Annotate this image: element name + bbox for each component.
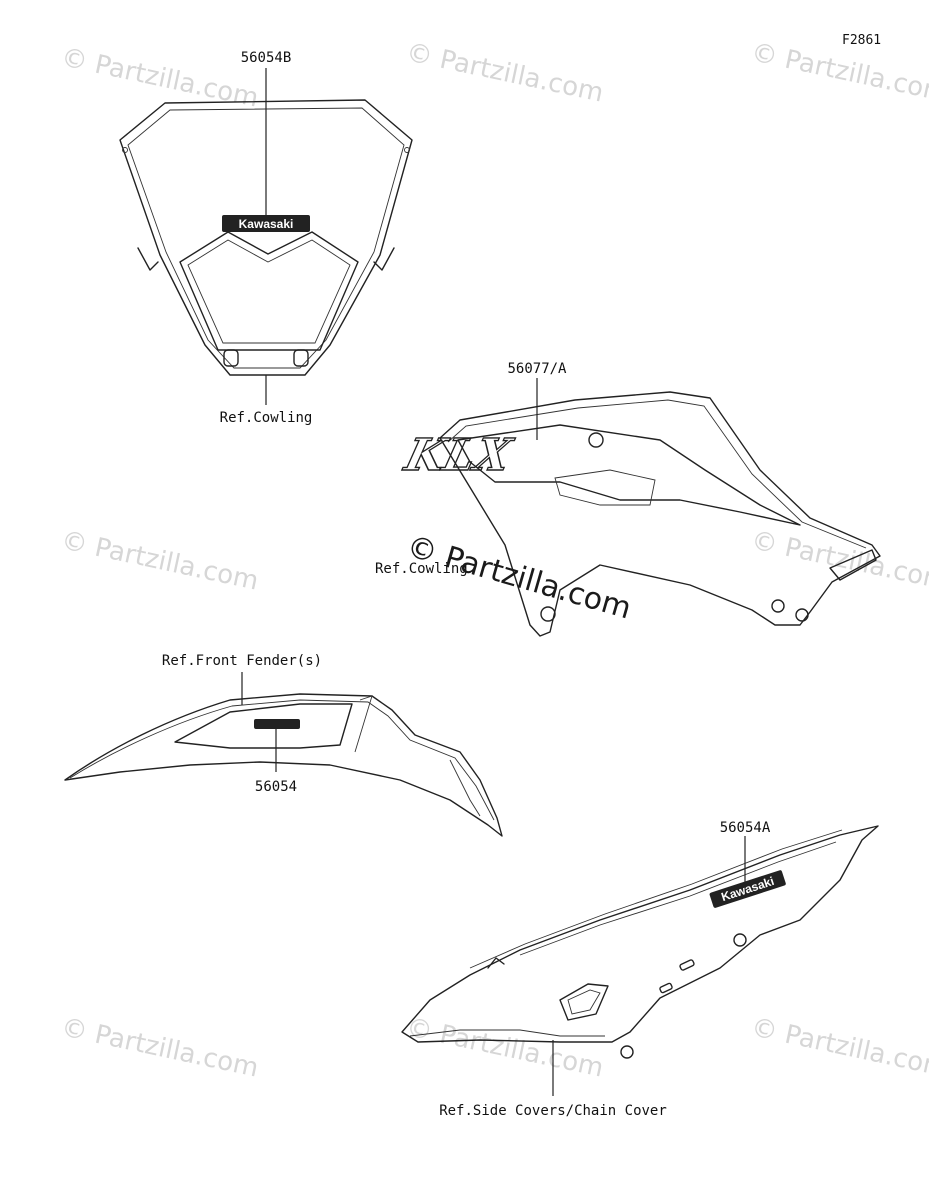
watermark-mid-left: © Partzilla.com [59,526,261,597]
fender-emblem [254,719,300,729]
callout-ref-front-fender: Ref.Front Fender(s) [162,653,322,669]
headlight-opening-inner [187,239,351,344]
right-mount-tab [373,247,395,271]
side-cover-vent-inner [567,989,601,1015]
callout-ref-cowling-top: Ref.Cowling [220,410,313,426]
shroud-rear-hole [795,608,809,622]
kawasaki-decal-side-cover: Kawasaki [709,870,786,908]
callout-56077A: 56077/A [507,361,567,377]
figure-number: F2861 [842,33,881,48]
side-cover-slot-2 [679,959,695,971]
right-bracket [293,349,309,367]
kawasaki-logo-side-cover: Kawasaki [720,874,776,904]
shroud-graphic-panel [457,424,801,526]
fender-top-ridge [69,699,495,821]
side-cover-vent [559,983,609,1021]
windshield-cowl-drawing: Kawasaki [119,99,413,376]
front-fender-drawing [64,693,503,837]
kawasaki-badge-side-cover [709,870,786,908]
shroud-upper-edge [447,399,867,549]
callout-56054B: 56054B [241,50,292,66]
headlight-opening [179,231,359,351]
fender-outline [64,693,503,837]
left-mount-tab [137,247,159,271]
left-bracket [223,349,239,367]
left-screw-hole [122,147,128,153]
side-cover-front-tab [487,957,505,969]
kawasaki-logo-windshield: Kawasaki [239,217,294,231]
shroud-rear-tab [829,549,877,581]
watermark-bottom-right: © Partzilla.com [749,1013,929,1084]
callout-ref-side-covers: Ref.Side Covers/Chain Cover [439,1103,667,1119]
callout-ref-cowling-shroud: Ref.Cowling [375,561,468,577]
fender-panel-line [354,695,373,753]
side-cover-upper-edge [469,829,843,969]
shroud-rear-grommet [771,599,785,613]
side-cover-mount-hole-2 [620,1045,634,1059]
watermark-bottom-center: © Partzilla.com [404,1013,606,1084]
shroud-top-grommet [588,432,604,448]
watermark-bottom-left: © Partzilla.com [59,1013,261,1084]
side-cover-mount-hole-1 [733,933,747,947]
callout-56054A: 56054A [720,820,771,836]
side-cover-outline [401,825,879,1043]
kawasaki-decal-windshield: Kawasaki [222,215,310,232]
watermark-top-right: © Partzilla.com [749,38,929,109]
fender-graphic-panel [174,703,353,749]
klx-model-mark: KLX [398,429,519,481]
side-cover-slot-1 [659,982,673,994]
radiator-shroud-drawing: KLX [397,391,881,637]
callout-56054: 56054 [255,779,297,795]
side-cover-lower-edge [409,1029,605,1037]
windshield-outline [119,99,413,376]
watermark-mid-right: © Partzilla.com [749,526,929,597]
watermark-center-large: © Partzilla.com [403,529,635,626]
shroud-bottom-grommet [540,606,556,622]
shroud-outline [439,391,881,637]
kawasaki-badge-windshield [222,215,310,232]
fender-side-line [449,759,481,817]
right-screw-hole [404,147,410,153]
windshield-inner-edge [127,107,405,369]
watermark-top-left: © Partzilla.com [59,43,261,114]
klx-decal: KLX [397,428,519,482]
watermark-top-center: © Partzilla.com [404,38,606,109]
shroud-scoop [554,469,656,506]
side-cover-stripe [519,841,837,956]
